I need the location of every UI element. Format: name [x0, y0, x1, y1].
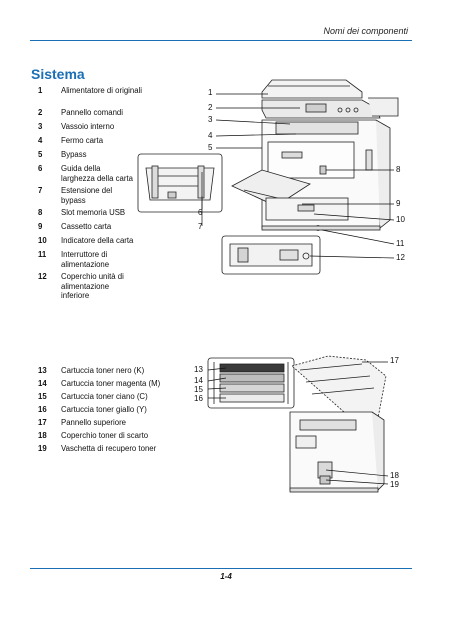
callout-18: 18 — [390, 471, 399, 480]
toner-cartridges-inset — [207, 357, 295, 409]
callout-15: 15 — [194, 385, 203, 394]
page-title: Sistema — [31, 66, 85, 82]
callout-8: 8 — [396, 165, 401, 174]
callout-3: 3 — [208, 115, 213, 124]
power-switch-inset — [221, 235, 321, 275]
callout-leaders — [201, 93, 395, 485]
printer-front-illustration — [231, 79, 399, 231]
callout-7: 7 — [198, 222, 203, 231]
page-number: 1-4 — [220, 572, 232, 581]
callout-16: 16 — [194, 394, 203, 403]
callout-4: 4 — [208, 131, 213, 140]
callout-17: 17 — [390, 356, 399, 365]
printer-open-illustration — [289, 355, 387, 493]
callout-1: 1 — [208, 88, 213, 97]
callout-14: 14 — [194, 376, 203, 385]
callout-6: 6 — [198, 208, 203, 217]
callout-13: 13 — [194, 365, 203, 374]
section-header: Nomi dei componenti — [323, 26, 408, 36]
callout-19: 19 — [390, 480, 399, 489]
callout-5: 5 — [208, 143, 213, 152]
footer-rule — [30, 568, 412, 569]
callout-11: 11 — [396, 239, 405, 248]
paper-guide-inset — [137, 153, 223, 213]
callout-9: 9 — [396, 199, 401, 208]
callout-10: 10 — [396, 215, 405, 224]
callout-2: 2 — [208, 103, 213, 112]
header-rule — [30, 40, 412, 41]
callout-12: 12 — [396, 253, 405, 262]
